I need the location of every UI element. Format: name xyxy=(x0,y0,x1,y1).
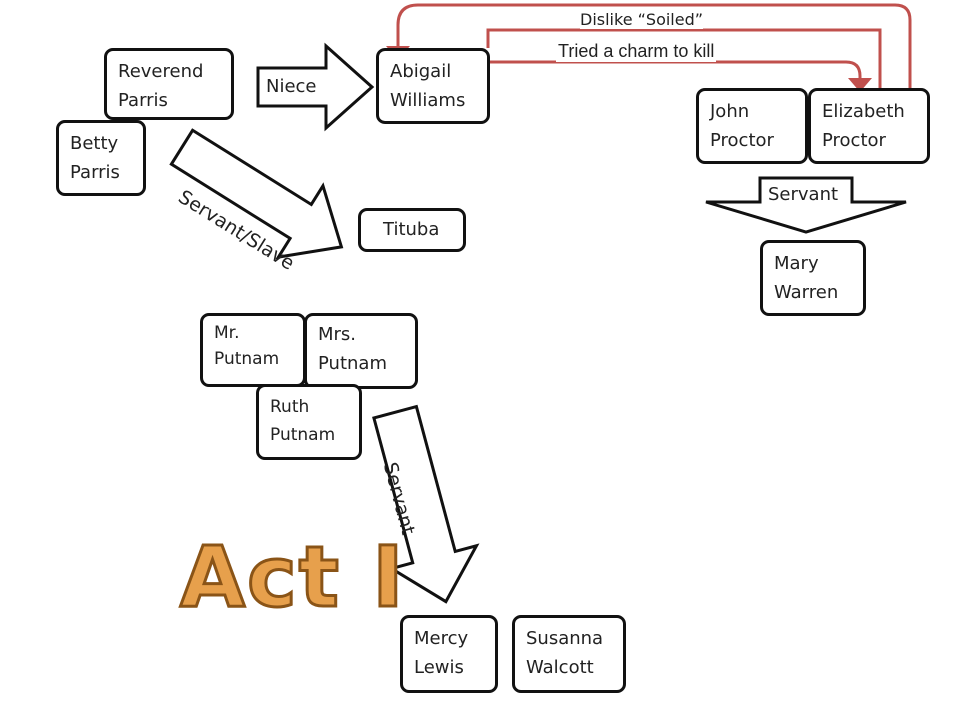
node-mercy-lewis: Mercy Lewis xyxy=(400,615,498,693)
node-mrs-putnam: Mrs. Putnam xyxy=(304,313,418,389)
node-susanna-walcott: Susanna Walcott xyxy=(512,615,626,693)
node-label: Elizabeth xyxy=(822,101,905,122)
niece-arrow xyxy=(256,42,375,132)
node-label: Ruth xyxy=(270,397,310,417)
node-label: Mrs. xyxy=(318,324,357,345)
servant-slave-arrow xyxy=(169,128,344,260)
charm-arrowhead xyxy=(848,78,872,92)
charm-label: Tried a charm to kill xyxy=(556,41,717,62)
node-label: Mercy xyxy=(414,628,469,649)
node-label: Proctor xyxy=(710,130,774,151)
node-betty-parris: Betty Parris xyxy=(56,120,146,196)
node-john-proctor: John Proctor xyxy=(696,88,808,164)
node-label: Proctor xyxy=(822,130,886,151)
node-label: Putnam xyxy=(270,425,336,445)
putnam-servant-arrow xyxy=(372,404,480,604)
node-label: John xyxy=(710,101,750,122)
node-ruth-putnam: Ruth Putnam xyxy=(256,384,362,460)
dislike-connector xyxy=(396,3,912,90)
node-label: Parris xyxy=(118,90,168,111)
node-reverend-parris: Reverend Parris xyxy=(104,48,234,120)
node-label: Walcott xyxy=(526,657,594,678)
node-mary-warren: Mary Warren xyxy=(760,240,866,316)
dislike-bracket-line xyxy=(486,28,882,90)
node-label: Reverend xyxy=(118,61,204,82)
node-label: Tituba xyxy=(383,219,440,240)
charm-connector xyxy=(488,60,862,80)
node-mr-putnam: Mr. Putnam xyxy=(200,313,306,387)
node-tituba: Tituba xyxy=(358,208,466,252)
proctor-servant-arrow xyxy=(705,176,907,234)
node-label: Putnam xyxy=(214,349,280,369)
node-label: Parris xyxy=(70,162,120,183)
niece-label: Niece xyxy=(266,76,317,97)
proctor-servant-label: Servant xyxy=(768,184,839,205)
node-label: Betty xyxy=(70,133,119,154)
node-label: Mary xyxy=(774,253,819,274)
dislike-label: Dislike “Soiled” xyxy=(580,10,704,29)
node-label: Putnam xyxy=(318,353,387,374)
node-elizabeth-proctor: Elizabeth Proctor xyxy=(808,88,930,164)
node-label: Mr. xyxy=(214,323,240,343)
act-title: Act I xyxy=(178,527,406,628)
node-label: Abigail xyxy=(390,61,452,82)
node-label: Lewis xyxy=(414,657,464,678)
node-label: Susanna xyxy=(526,628,604,649)
node-label: Warren xyxy=(774,282,839,303)
node-label: Williams xyxy=(390,90,466,111)
node-abigail-williams: Abigail Williams xyxy=(376,48,490,124)
